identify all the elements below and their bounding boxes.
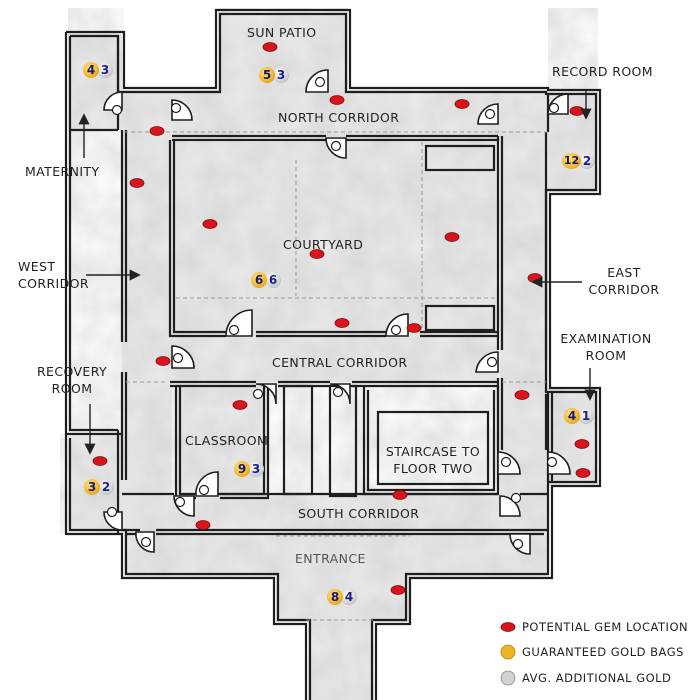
gem-icon	[329, 95, 345, 105]
gold-counter-entrance: 8 4	[327, 589, 357, 605]
room-label-south-corridor: SOUTH CORRIDOR	[298, 506, 420, 521]
gold-bag-count: 4	[564, 408, 580, 424]
zone-dividers	[124, 131, 548, 621]
gem-icon	[149, 126, 165, 136]
gem-icon	[92, 456, 108, 466]
gold-counter-record-room: 12 2	[562, 153, 595, 169]
gem-icon	[392, 490, 408, 500]
room-label-classroom: CLASSROOM	[185, 433, 269, 448]
gold-bag-count: 6	[251, 272, 267, 288]
gem-icon	[129, 178, 145, 188]
lock-icons	[106, 76, 560, 550]
avg-gold-count: 4	[341, 589, 357, 605]
gold-counter-maternity: 4 3	[83, 62, 113, 78]
avg-gold-count: 2	[98, 479, 114, 495]
gem-icon	[574, 439, 590, 449]
gem-icon	[569, 106, 585, 116]
gem-icon	[155, 356, 171, 366]
gold-counter-recovery-room: 3 2	[84, 479, 114, 495]
gem-icon	[406, 323, 422, 333]
room-label-examination-room: EXAMINATION ROOM	[560, 331, 652, 363]
gold-bag-count: 5	[259, 67, 275, 83]
gem-icon	[527, 273, 543, 283]
gold-counter-classroom: 9 3	[234, 461, 264, 477]
gem-icon	[309, 249, 325, 259]
gem-icon	[514, 390, 530, 400]
gem-icon	[575, 468, 591, 478]
room-label-north-corridor: NORTH CORRIDOR	[278, 110, 400, 125]
walls	[64, 8, 602, 700]
gem-icon	[232, 400, 248, 410]
gem-icon	[334, 318, 350, 328]
legend-gem: POTENTIAL GEM LOCATION	[500, 618, 700, 640]
gem-icon	[390, 585, 406, 595]
gold-bag-count: 8	[327, 589, 343, 605]
avg-gold-count: 3	[97, 62, 113, 78]
gem-icon	[202, 219, 218, 229]
silver-coin-icon	[500, 670, 516, 686]
room-label-entrance: ENTRANCE	[295, 551, 366, 566]
avg-gold-count: 3	[273, 67, 289, 83]
room-label-staircase: STAIRCASE TO FLOOR TWO	[385, 444, 481, 476]
legend-markers	[500, 622, 516, 686]
gold-bag-icon	[500, 644, 516, 660]
room-label-recovery-room: RECOVERY ROOM	[36, 364, 108, 396]
gold-counter-courtyard: 6 6	[251, 272, 281, 288]
legend-avg-gold-label: AVG. ADDITIONAL GOLD	[522, 671, 672, 685]
legend-gem-label: POTENTIAL GEM LOCATION	[522, 620, 689, 634]
room-label-courtyard: COURTYARD	[283, 237, 364, 252]
gold-counter-examination-room: 4 1	[564, 408, 594, 424]
avg-gold-count: 1	[578, 408, 594, 424]
gold-bag-count: 3	[84, 479, 100, 495]
legend-gold-bags-label: GUARANTEED GOLD BAGS	[522, 645, 684, 659]
gem-icon	[500, 622, 516, 632]
gem-icon	[195, 520, 211, 530]
legend-avg-gold: AVG. ADDITIONAL GOLD	[500, 669, 700, 691]
avg-gold-count: 3	[248, 461, 264, 477]
gold-bag-count: 9	[234, 461, 250, 477]
gold-bag-count: 4	[83, 62, 99, 78]
avg-gold-count: 2	[579, 153, 595, 169]
room-label-west-corridor: WEST CORRIDOR	[18, 259, 89, 291]
gem-icon	[262, 42, 278, 52]
avg-gold-count: 6	[265, 272, 281, 288]
gem-markers	[92, 42, 591, 595]
room-label-central-corridor: CENTRAL CORRIDOR	[272, 355, 408, 370]
room-label-east-corridor: EAST CORRIDOR	[588, 265, 660, 297]
room-label-record-room: RECORD ROOM	[552, 64, 653, 79]
room-label-maternity: MATERNITY	[25, 164, 100, 179]
gold-bag-count: 12	[562, 153, 581, 169]
callout-arrows	[78, 90, 596, 455]
legend-gold-bags: GUARANTEED GOLD BAGS	[500, 643, 700, 665]
room-label-sun-patio: SUN PATIO	[247, 25, 317, 40]
gem-icon	[454, 99, 470, 109]
gem-icon	[444, 232, 460, 242]
gold-counter-sun-patio: 5 3	[259, 67, 289, 83]
